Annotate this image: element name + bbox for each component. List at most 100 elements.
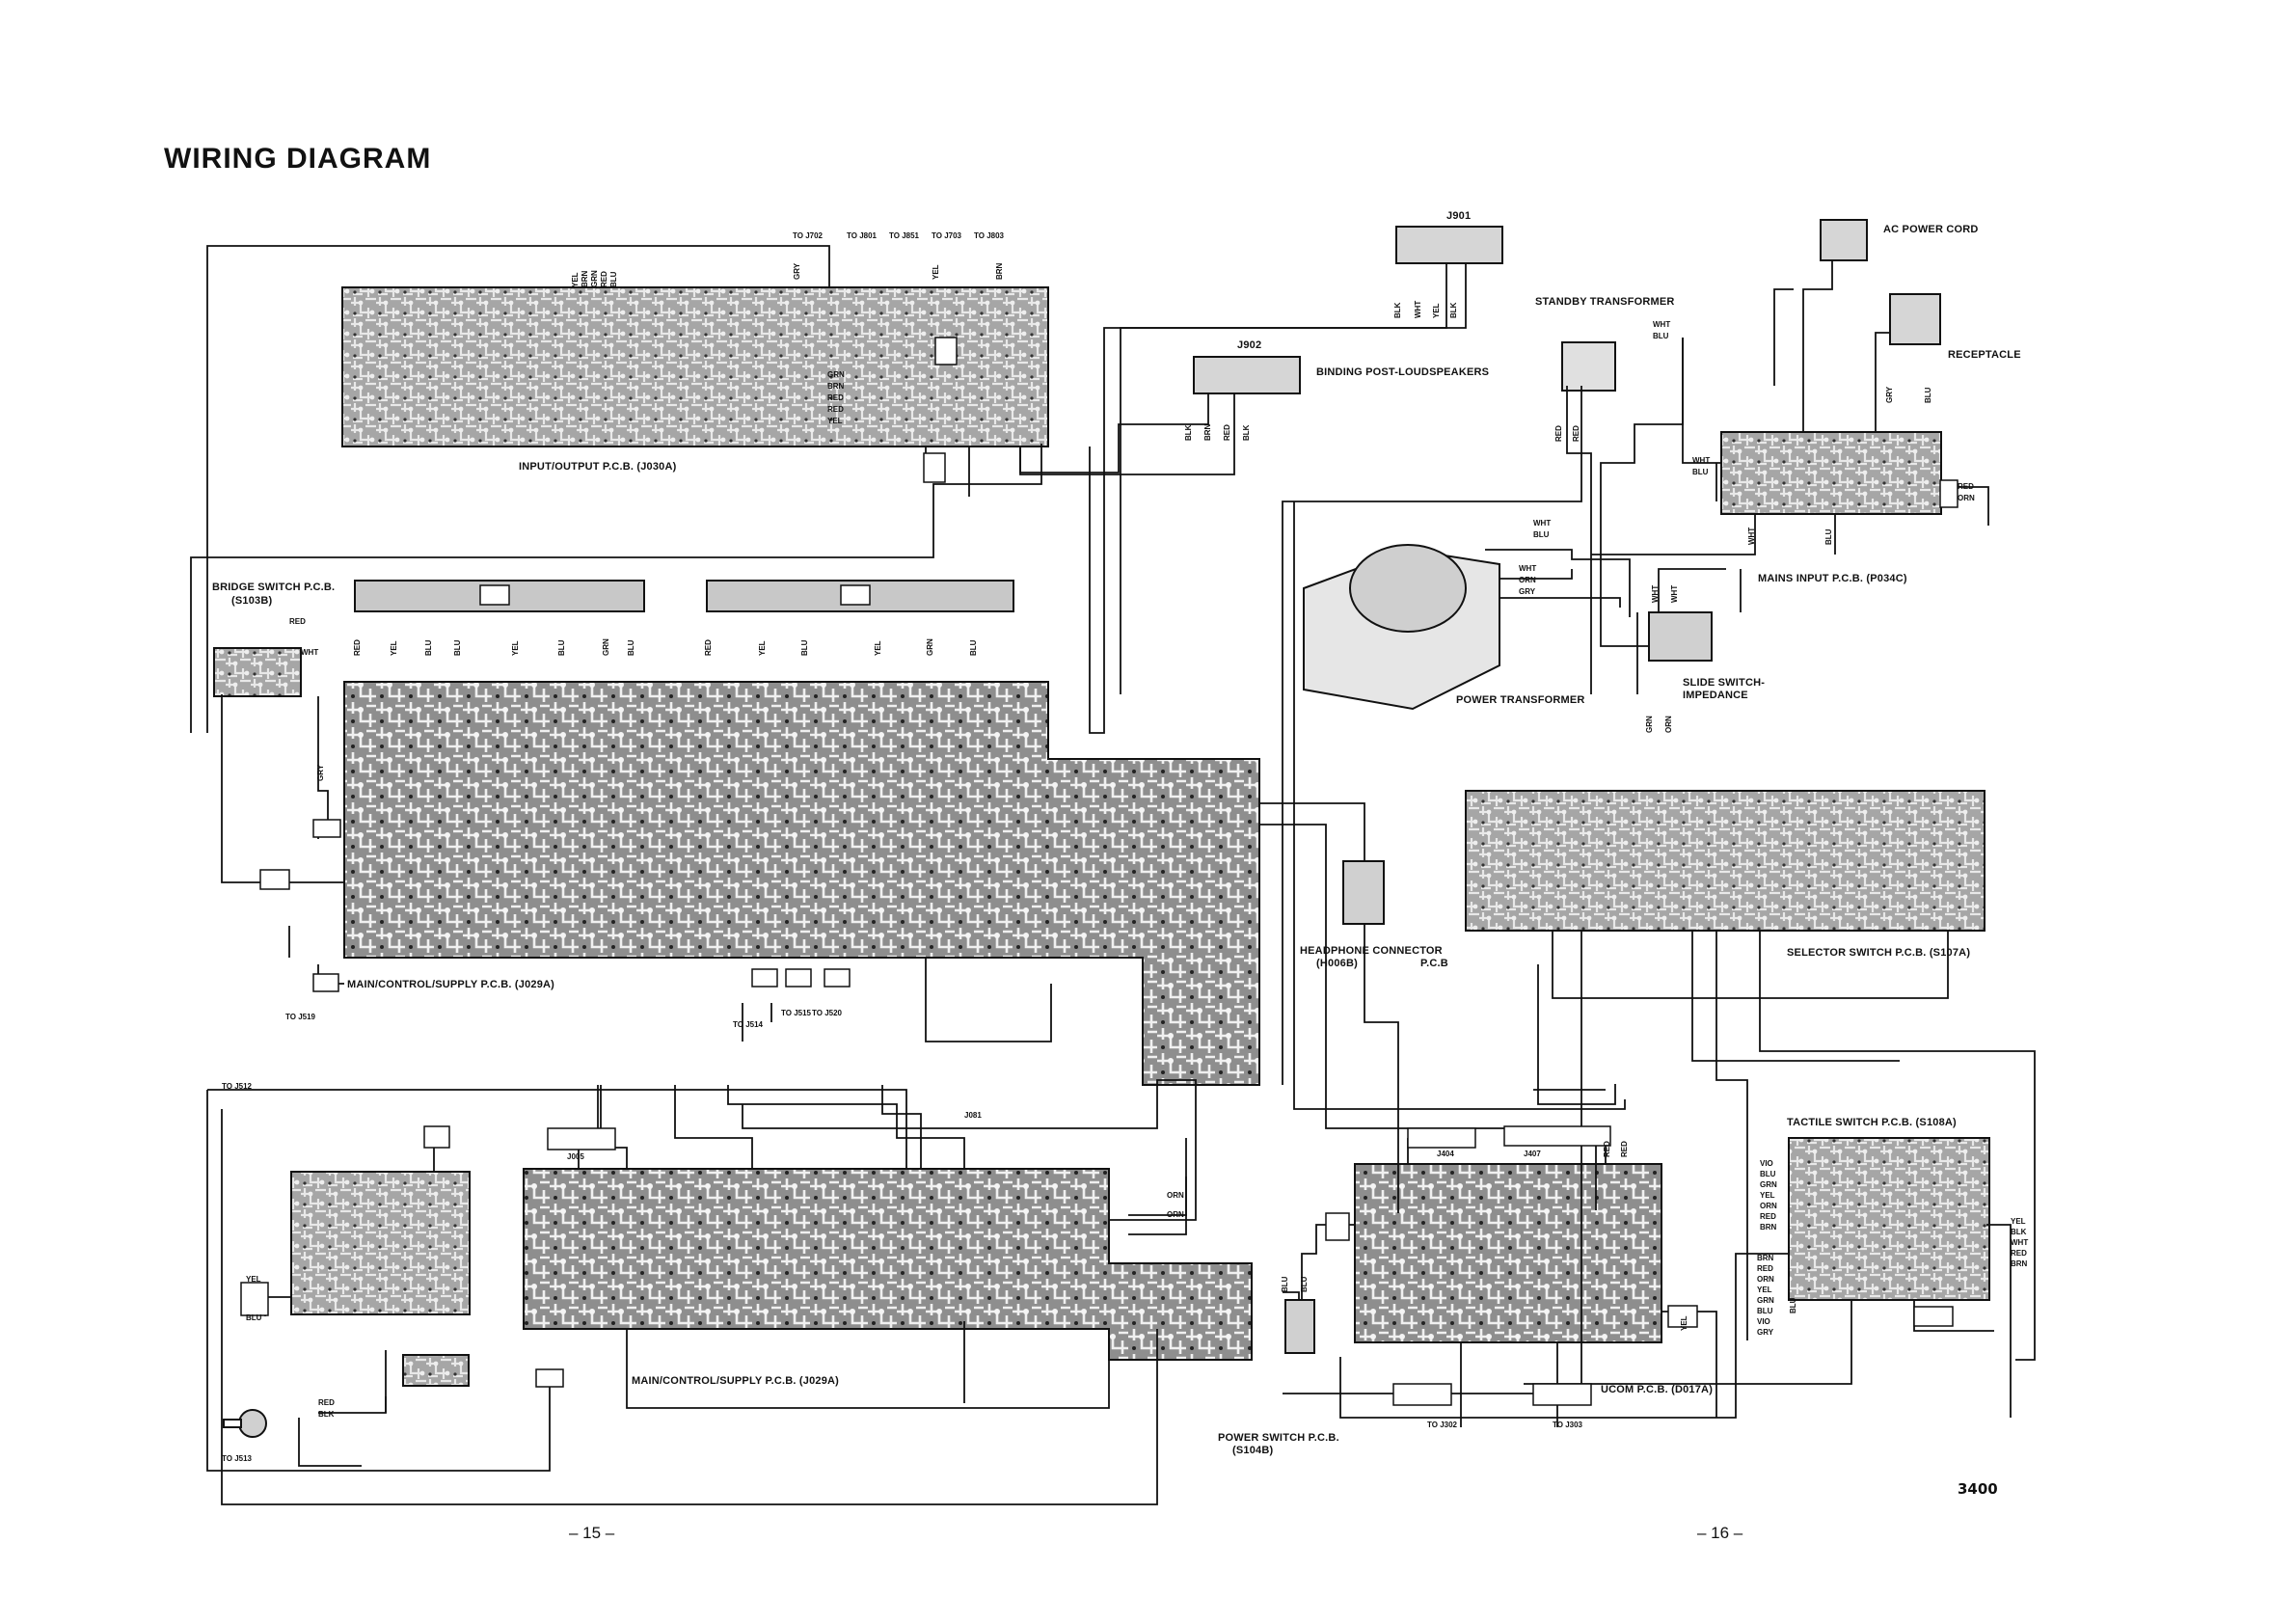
bridge-switch-label: BRIDGE SWITCH P.C.B. (212, 582, 336, 593)
wire-tag-blu-4: BLU (424, 639, 433, 656)
wire-tag-red-h4: RED (289, 617, 306, 626)
selector-switch-board (1465, 790, 1985, 932)
power-transformer-label: POWER TRANSFORMER (1456, 694, 1585, 706)
page-number-left: – 15 – (569, 1524, 615, 1542)
wire-tag-wht-4: WHT (1670, 584, 1679, 603)
wire-tag-yel-2: YEL (932, 264, 940, 280)
page-title: WIRING DIAGRAM (164, 143, 432, 175)
wire-tag-blu-h2: BLU (1692, 468, 1709, 476)
wire-tag-wht-h5: WHT (301, 648, 319, 657)
callout-to-j520: TO J520 (812, 1009, 842, 1017)
callout-to-j512: TO J512 (222, 1082, 252, 1091)
wire-tag-grn-3: GRN (602, 638, 610, 656)
wire-tag-gry-h2: GRY (1757, 1328, 1774, 1337)
callout-to-j515: TO J515 (781, 1009, 811, 1017)
wire-tag-wht-h2: WHT (1692, 456, 1711, 465)
wire-tag-red-h5: RED (1760, 1212, 1776, 1221)
wire-tag-blu: BLU (609, 271, 618, 287)
wire-tag-vio-h2: VIO (1757, 1317, 1770, 1326)
callout-j407: J407 (1524, 1150, 1541, 1158)
wire-tag-blk-3: BLK (1184, 424, 1193, 441)
wire-tag-blu-5: BLU (453, 639, 462, 656)
callout-to-j803: TO J803 (974, 231, 1004, 240)
callout-to-j514: TO J514 (733, 1020, 763, 1029)
wire-tag-yel-h4: YEL (2011, 1217, 2026, 1226)
wire-tag-gry-2: GRY (1885, 386, 1894, 403)
wire-tag-org-h5: ORN (1760, 1202, 1777, 1210)
wire-tag-brn-h2: BRN (1760, 1223, 1777, 1232)
wire-tag-grn-h2: GRN (1760, 1180, 1777, 1189)
wire-tag-brn-h3: BRN (1757, 1254, 1774, 1262)
ac-cord-label: AC POWER CORD (1883, 224, 1979, 235)
wire-tag-red-h7: RED (2011, 1249, 2027, 1258)
small-pcb-bottom (402, 1354, 470, 1387)
wire-tag-blu-10: BLU (1281, 1276, 1289, 1292)
volume-pot (238, 1409, 267, 1438)
wire-tag-vio-h: VIO (1760, 1159, 1773, 1168)
callout-to-j302: TO J302 (1427, 1421, 1457, 1429)
wire-tag-red-2: RED (1223, 424, 1231, 441)
tactile-switch-board (1788, 1137, 1990, 1301)
mains-input-label: MAINS INPUT P.C.B. (P034C) (1758, 573, 1907, 584)
wire-tag-brn-3: BRN (1203, 423, 1212, 441)
wire-tag-red-8: RED (1620, 1141, 1629, 1157)
selector-switch-label: SELECTOR SWITCH P.C.B. (S107A) (1787, 947, 1971, 959)
wire-tag-grn-h3: GRN (1757, 1296, 1774, 1305)
wire-tag-yel-h: YEL (827, 417, 843, 425)
transformer-coil (1349, 544, 1467, 633)
standby-transformer-label: STANDBY TRANSFORMER (1535, 296, 1675, 308)
wire-tag-yel-4: YEL (390, 640, 398, 656)
wire-tag-grn-2: GRN (1645, 716, 1654, 733)
wire-tag-yel-7: YEL (874, 640, 882, 656)
binding-post-label: BINDING POST-LOUDSPEAKERS (1316, 366, 1490, 378)
mains-input-board (1720, 431, 1942, 515)
main-pcb-lower-board (523, 1168, 1253, 1361)
callout-to-j851: TO J851 (889, 231, 919, 240)
wire-tag-wht: WHT (1414, 300, 1422, 318)
wire-tag-red-h6: RED (1757, 1264, 1773, 1273)
j901-label: J901 (1446, 210, 1472, 222)
wire-tag-yel-h2: YEL (1760, 1191, 1775, 1200)
wire-tag-org-h3: ORN (1167, 1191, 1184, 1200)
callout-j404: J404 (1437, 1150, 1454, 1158)
wire-tag-brn-h4: BRN (2011, 1259, 2028, 1268)
wire-tag-grn: GRN (590, 270, 599, 287)
callout-to-j519: TO J519 (285, 1013, 315, 1021)
callout-j005: J005 (567, 1152, 584, 1161)
wire-tag-blu-2: BLU (1924, 387, 1932, 403)
slide-switch-body (1648, 611, 1713, 662)
model-number: 3400 (1958, 1480, 1998, 1498)
wire-tag-org-h6: ORN (1757, 1275, 1774, 1284)
wire-tag-gry-h: GRY (1519, 587, 1536, 596)
wire-tag-wht-h3: WHT (1533, 519, 1552, 528)
main-pcb-lower-label: MAIN/CONTROL/SUPPLY P.C.B. (J029A) (632, 1375, 840, 1387)
wire-tag-blu-h5: BLU (1757, 1307, 1773, 1315)
wire-tag-org-h4: ORN (1167, 1210, 1184, 1219)
slide-switch-label-2: IMPEDANCE (1683, 690, 1748, 701)
wire-tag-grn-4: GRN (926, 638, 934, 656)
wiring (190, 245, 2036, 1505)
wire-tag-yel: YEL (571, 272, 580, 287)
wire-tag-blu-12: BLU (1789, 1297, 1797, 1313)
connector-blocks (240, 337, 1958, 1406)
wire-tag-blu-7: BLU (627, 639, 635, 656)
receptacle-label: RECEPTACLE (1948, 349, 2021, 361)
wire-tag-red-h3: RED (1958, 482, 1974, 491)
wire-tag-red-h: RED (827, 393, 844, 402)
wire-tag-brn-2: BRN (995, 262, 1004, 280)
wire-tag-blu-h6: BLU (246, 1313, 262, 1322)
callout-to-j513: TO J513 (222, 1454, 252, 1463)
headphone-pcb: P.C.B (1420, 958, 1448, 969)
bridge-switch-board (213, 647, 302, 697)
wire-tag-blk-h2: BLK (318, 1410, 335, 1419)
wire-tag-wht-2: WHT (1747, 527, 1756, 545)
wire-tag-blu-h: BLU (1653, 332, 1669, 340)
wire-tag-gry: GRY (793, 262, 801, 280)
bridge-switch-code: (S103B) (231, 595, 273, 607)
wire-tag-blu-h4: BLU (1760, 1170, 1776, 1178)
wire-tag-red-4: RED (1572, 425, 1580, 442)
wire-tag-yel-5: YEL (511, 640, 520, 656)
wire-tag-blk: BLK (1393, 302, 1402, 318)
